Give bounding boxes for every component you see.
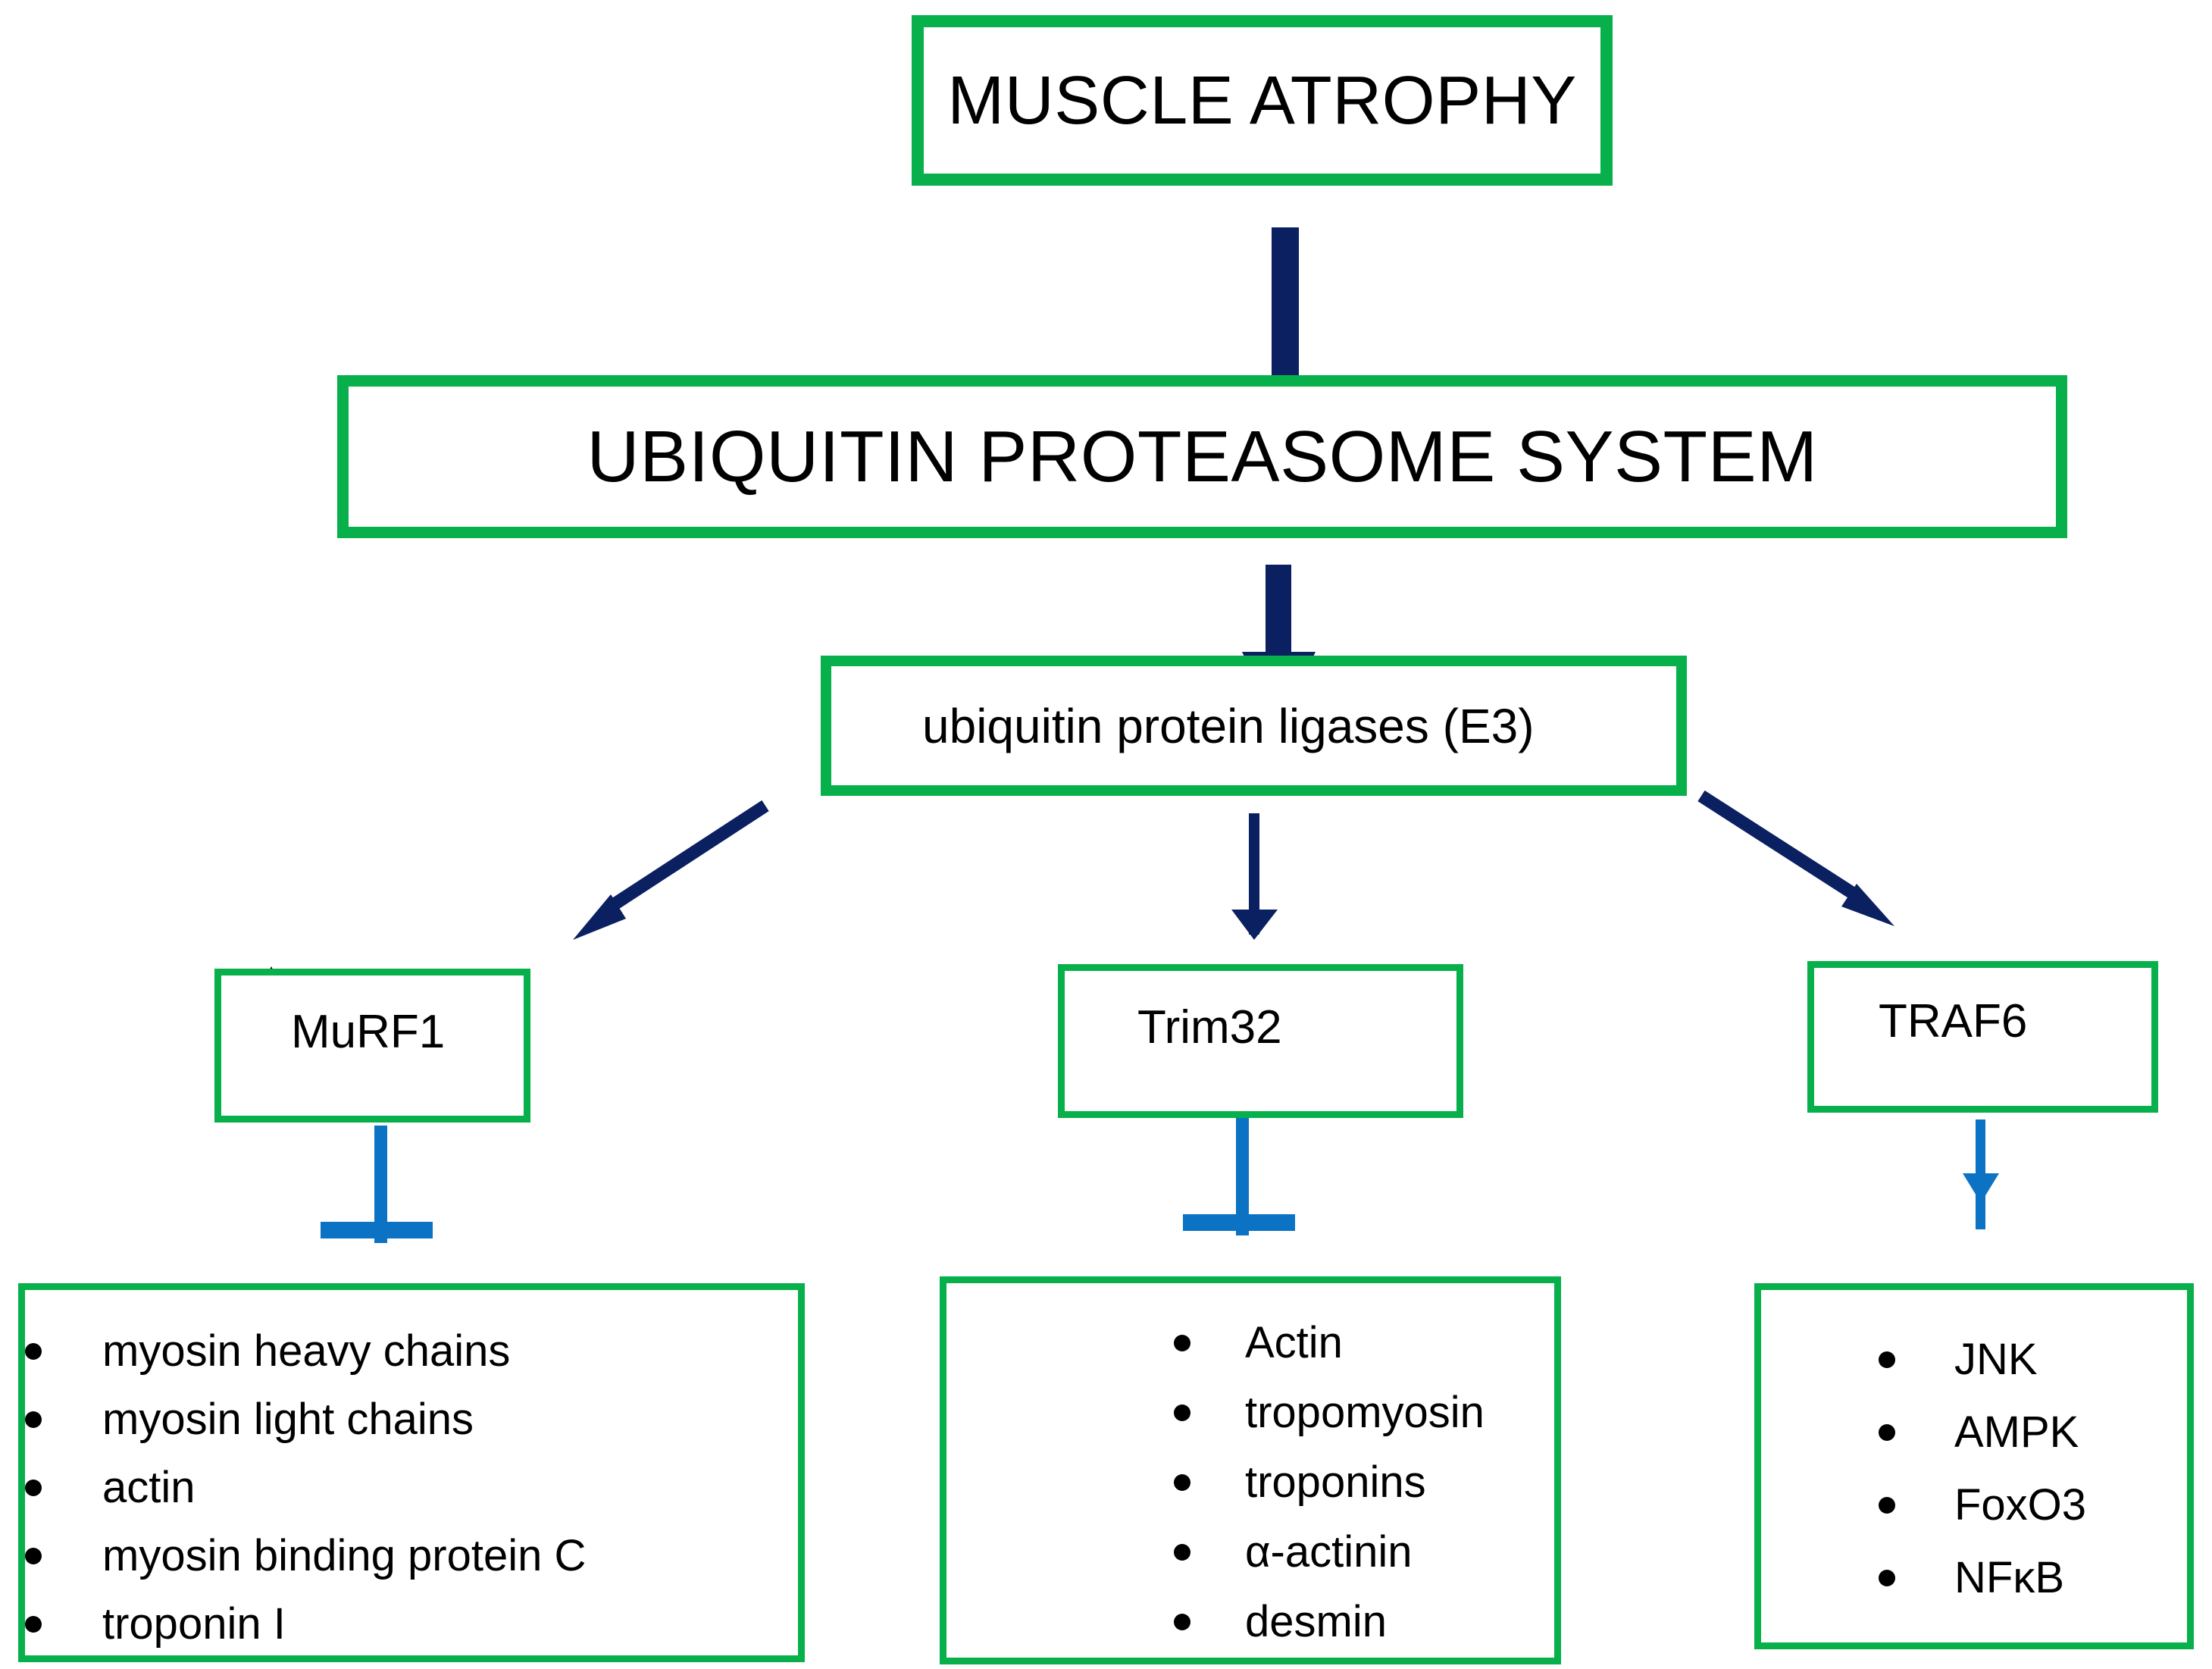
list-item-label: myosin binding protein C — [102, 1531, 587, 1580]
node-trim32[interactable]: Trim32 — [1058, 964, 1463, 1118]
bullet-icon — [1174, 1335, 1190, 1351]
node-traf6[interactable]: TRAF6 — [1807, 961, 2158, 1113]
node-ubiquitin-protein-ligases-label: ubiquitin protein ligases (E3) — [922, 698, 1535, 753]
arrow-ligase-to-trim32 — [1231, 813, 1278, 940]
list-item-label: NFκB — [1954, 1553, 2064, 1602]
node-trim32-label: Trim32 — [1137, 1001, 1282, 1054]
list-item-label: actin — [102, 1463, 196, 1512]
arrow-ligase-to-murf1 — [573, 800, 769, 940]
list-item: JNK — [1879, 1338, 2187, 1382]
node-traf6-label: TRAF6 — [1879, 995, 2028, 1047]
list-item-label: α-actinin — [1245, 1527, 1413, 1577]
list-item-label: Actin — [1245, 1318, 1343, 1367]
list-item-label: myosin light chains — [102, 1395, 474, 1444]
list-item-label: troponin I — [102, 1599, 286, 1649]
bullet-icon — [1174, 1614, 1190, 1630]
targets-murf1-list: myosin heavy chains myosin light chains … — [25, 1290, 798, 1646]
targets-trim32-box[interactable]: Actin tropomyosin troponins α-actinin de… — [940, 1276, 1561, 1664]
bullet-icon — [25, 1411, 42, 1428]
list-item-label: desmin — [1245, 1597, 1387, 1646]
list-item: actin — [25, 1466, 798, 1510]
bullet-icon — [1879, 1424, 1895, 1441]
node-muscle-atrophy-label: MUSCLE ATROPHY — [947, 62, 1577, 139]
list-item: AMPK — [1879, 1411, 2187, 1455]
node-ubiquitin-proteasome-system[interactable]: UBIQUITIN PROTEASOME SYSTEM — [337, 375, 2067, 538]
node-murf1-label: MuRF1 — [291, 1006, 446, 1058]
list-item: myosin binding protein C — [25, 1534, 798, 1578]
list-item: α-actinin — [1174, 1530, 1554, 1574]
bullet-icon — [1879, 1570, 1895, 1586]
activation-traf6-to-targets — [1963, 1119, 1999, 1229]
list-item-label: FoxO3 — [1954, 1480, 2087, 1530]
bullet-icon — [1174, 1474, 1190, 1491]
targets-murf1-box[interactable]: myosin heavy chains myosin light chains … — [18, 1283, 805, 1662]
list-item-label: JNK — [1954, 1335, 2038, 1384]
list-item: desmin — [1174, 1600, 1554, 1644]
arrow-ligase-to-traf6 — [1697, 790, 1894, 926]
bullet-icon — [1174, 1404, 1190, 1421]
bullet-icon — [1879, 1497, 1895, 1514]
list-item: tropomyosin — [1174, 1391, 1554, 1435]
list-item-label: AMPK — [1954, 1408, 2079, 1457]
bullet-icon — [1879, 1351, 1895, 1368]
bullet-icon — [25, 1343, 42, 1360]
targets-trim32-list: Actin tropomyosin troponins α-actinin de… — [946, 1283, 1554, 1644]
targets-traf6-list: JNK AMPK FoxO3 NFκB — [1761, 1290, 2187, 1600]
list-item: FoxO3 — [1879, 1483, 2187, 1527]
list-item: troponin I — [25, 1602, 798, 1646]
bullet-icon — [25, 1616, 42, 1633]
node-murf1[interactable]: MuRF1 — [214, 969, 530, 1123]
bullet-icon — [25, 1548, 42, 1564]
inhibition-murf1-to-targets — [321, 1126, 433, 1243]
list-item: myosin light chains — [25, 1398, 798, 1442]
list-item: troponins — [1174, 1461, 1554, 1505]
list-item: NFκB — [1879, 1556, 2187, 1600]
list-item: Actin — [1174, 1321, 1554, 1365]
list-item: myosin heavy chains — [25, 1329, 798, 1373]
targets-traf6-box[interactable]: JNK AMPK FoxO3 NFκB — [1754, 1283, 2194, 1649]
node-muscle-atrophy[interactable]: MUSCLE ATROPHY — [912, 15, 1613, 186]
bullet-icon — [25, 1480, 42, 1496]
list-item-label: troponins — [1245, 1458, 1426, 1507]
bullet-icon — [1174, 1544, 1190, 1561]
inhibition-trim32-to-targets — [1183, 1118, 1295, 1235]
node-ubiquitin-protein-ligases[interactable]: ubiquitin protein ligases (E3) — [821, 656, 1687, 796]
list-item-label: myosin heavy chains — [102, 1326, 511, 1376]
node-ubiquitin-proteasome-system-label: UBIQUITIN PROTEASOME SYSTEM — [587, 415, 1818, 497]
list-item-label: tropomyosin — [1245, 1388, 1485, 1437]
